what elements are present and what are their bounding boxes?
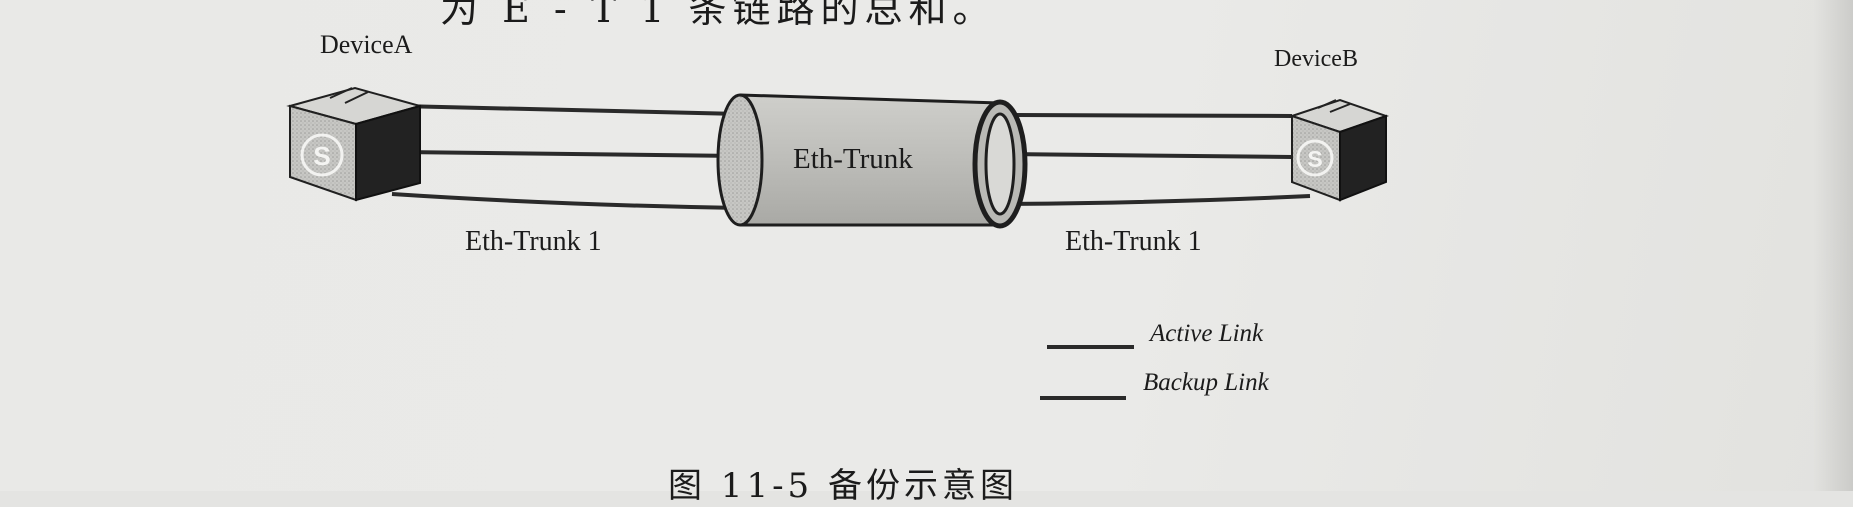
device-b-label: DeviceB [1274,46,1358,72]
page-edge-shadow [1813,0,1853,491]
top-text-fragment: 为 E - T 1 条链路的总和。 [440,0,997,31]
eth-trunk-label: Eth-Trunk [793,143,913,175]
device-a-label: DeviceA [320,30,413,59]
eth-trunk-1-left-label: Eth-Trunk 1 [465,226,602,257]
switch-symbol-b: S [1307,146,1322,172]
legend-active-link-label: Active Link [1150,320,1264,347]
eth-trunk-cable-bundle-icon [716,93,1028,229]
device-a-switch-icon: S [286,86,424,202]
switch-symbol-a: S [313,141,330,171]
document-page [0,0,1853,491]
legend-backup-link-label: Backup Link [1143,369,1269,396]
diagram: S S [286,86,1390,400]
link-lines [391,104,1311,210]
eth-trunk-1-right-label: Eth-Trunk 1 [1065,226,1202,257]
figure-caption: 图 11-5 备份示意图 [668,466,1018,506]
device-b-switch-icon: S [1288,98,1390,202]
